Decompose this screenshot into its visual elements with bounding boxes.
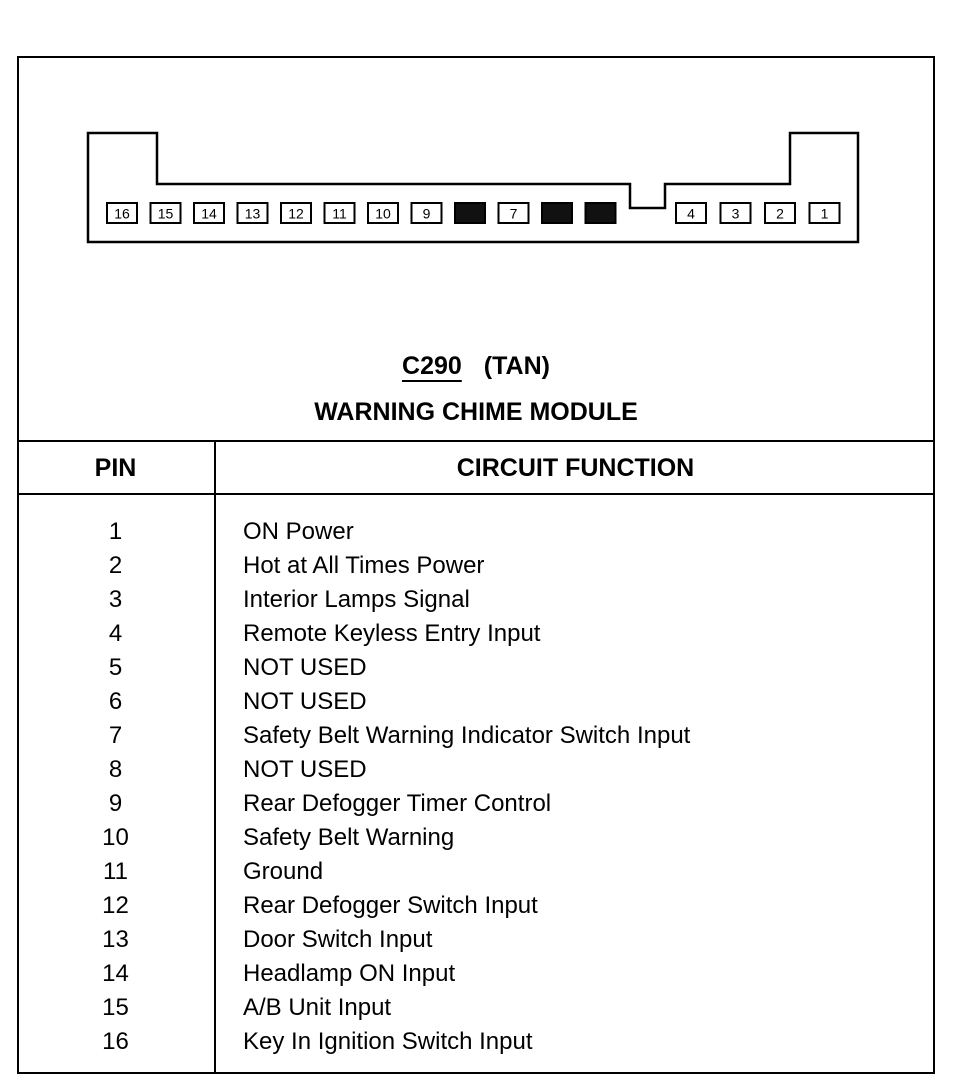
plugged-cavity: [584, 202, 617, 224]
cavity-pin-label: 15: [158, 206, 174, 222]
circuit-function: Headlamp ON Input: [243, 960, 456, 987]
circuit-function: NOT USED: [243, 654, 367, 681]
connector-color: (TAN): [483, 352, 550, 380]
pin-cavity: [808, 202, 841, 224]
pin-column-header: PIN: [94, 454, 137, 482]
circuit-function: Safety Belt Warning Indicator Switch Inp…: [243, 722, 691, 749]
cavity-pin-label: 11: [332, 206, 347, 222]
table-row: 6 NOT USED: [17, 685, 935, 719]
pin-cavity: [410, 202, 443, 224]
pin-cavity: [106, 202, 138, 224]
cavity-pin-label: 1: [821, 206, 829, 222]
table-row: 4 Remote Keyless Entry Input: [17, 617, 935, 651]
table-row: 16 Key In Ignition Switch Input: [17, 1025, 935, 1059]
cavity-pin-label: 2: [776, 206, 784, 222]
pin-number: 15: [102, 994, 129, 1021]
plugged-cavity: [454, 202, 486, 224]
table-header-border: [17, 493, 935, 495]
table-row: 11 Ground: [17, 855, 935, 889]
table-row: 5 NOT USED: [17, 651, 935, 685]
pin-number: 4: [108, 620, 123, 647]
pin-cavity: [675, 202, 707, 224]
table-row: 15 A/B Unit Input: [17, 991, 935, 1025]
circuit-function: Door Switch Input: [243, 926, 433, 953]
circuit-function: NOT USED: [243, 756, 367, 783]
table-row: 13 Door Switch Input: [17, 923, 935, 957]
pin-number: 12: [102, 892, 129, 919]
table-column-divider: [214, 440, 216, 1074]
circuit-function: Safety Belt Warning: [243, 824, 455, 851]
circuit-function: Key In Ignition Switch Input: [243, 1028, 533, 1055]
connector-outline: [86, 131, 860, 244]
table-row: 3 Interior Lamps Signal: [17, 583, 935, 617]
pin-number: 13: [102, 926, 129, 953]
table-row: 2 Hot at All Times Power: [17, 549, 935, 583]
diagram-frame: [17, 56, 935, 1074]
cavity-pin-label: 14: [201, 206, 217, 222]
table-row: 9 Rear Defogger Timer Control: [17, 787, 935, 821]
pin-number: 10: [102, 824, 129, 851]
circuit-function: Ground: [243, 858, 324, 885]
pin-cavity: [149, 202, 182, 224]
cavity-pin-label: 13: [245, 206, 261, 222]
connector-code-line: C290 (TAN): [17, 352, 935, 381]
connector-face-diagram: 16 15 14 13 12 11 10 9 7 4 3 2 1: [86, 131, 860, 244]
cavity-pin-label: 4: [687, 206, 695, 222]
pin-number: 5: [108, 654, 123, 681]
pin-number: 11: [103, 858, 128, 885]
table-row: 8 NOT USED: [17, 753, 935, 787]
pin-number: 16: [102, 1028, 129, 1055]
table-row: 12 Rear Defogger Switch Input: [17, 889, 935, 923]
pin-function-table: 1 ON Power 2 Hot at All Times Power 3 Interio…: [17, 515, 935, 1059]
cavity-pin-label: 3: [732, 206, 740, 222]
table-row: 14 Headlamp ON Input: [17, 957, 935, 991]
pin-number: 7: [108, 722, 123, 749]
cavity-pin-label: 7: [510, 206, 518, 222]
circuit-function: ON Power: [243, 518, 354, 545]
circuit-function: A/B Unit Input: [243, 994, 392, 1021]
pin-cavity: [367, 202, 399, 224]
circuit-function: Hot at All Times Power: [243, 552, 485, 579]
pin-number: 6: [108, 688, 123, 715]
connector-code: C290: [402, 352, 462, 380]
pin-cavity: [280, 202, 312, 224]
pin-number: 8: [108, 756, 123, 783]
circuit-function: Rear Defogger Timer Control: [243, 790, 552, 817]
cavity-pin-label: 10: [375, 206, 391, 222]
pin-number: 3: [108, 586, 123, 613]
pin-cavity: [497, 202, 530, 224]
pin-number: 1: [108, 518, 123, 545]
function-column-header: CIRCUIT FUNCTION: [456, 454, 695, 482]
pin-cavity: [236, 202, 269, 224]
pin-number: 2: [108, 552, 123, 579]
cavity-pin-label: 9: [423, 206, 431, 222]
pin-number: 14: [102, 960, 129, 987]
pin-cavity: [193, 202, 225, 224]
pin-cavity: [719, 202, 752, 224]
pin-cavity: [764, 202, 796, 224]
cavity-pin-label: 16: [114, 206, 130, 222]
table-row: 1 ON Power: [17, 515, 935, 549]
circuit-function: Rear Defogger Switch Input: [243, 892, 538, 919]
table-row: 7 Safety Belt Warning Indicator Switch In…: [17, 719, 935, 753]
plugged-cavity: [541, 202, 573, 224]
table-row: 10 Safety Belt Warning: [17, 821, 935, 855]
circuit-function: NOT USED: [243, 688, 367, 715]
pin-cavity: [323, 202, 356, 224]
circuit-function: Remote Keyless Entry Input: [243, 620, 541, 647]
connector-module-name: WARNING CHIME MODULE: [314, 398, 638, 426]
table-top-border: [17, 440, 935, 442]
circuit-function: Interior Lamps Signal: [243, 586, 470, 613]
pin-number: 9: [108, 790, 123, 817]
cavity-pin-label: 12: [288, 206, 304, 222]
